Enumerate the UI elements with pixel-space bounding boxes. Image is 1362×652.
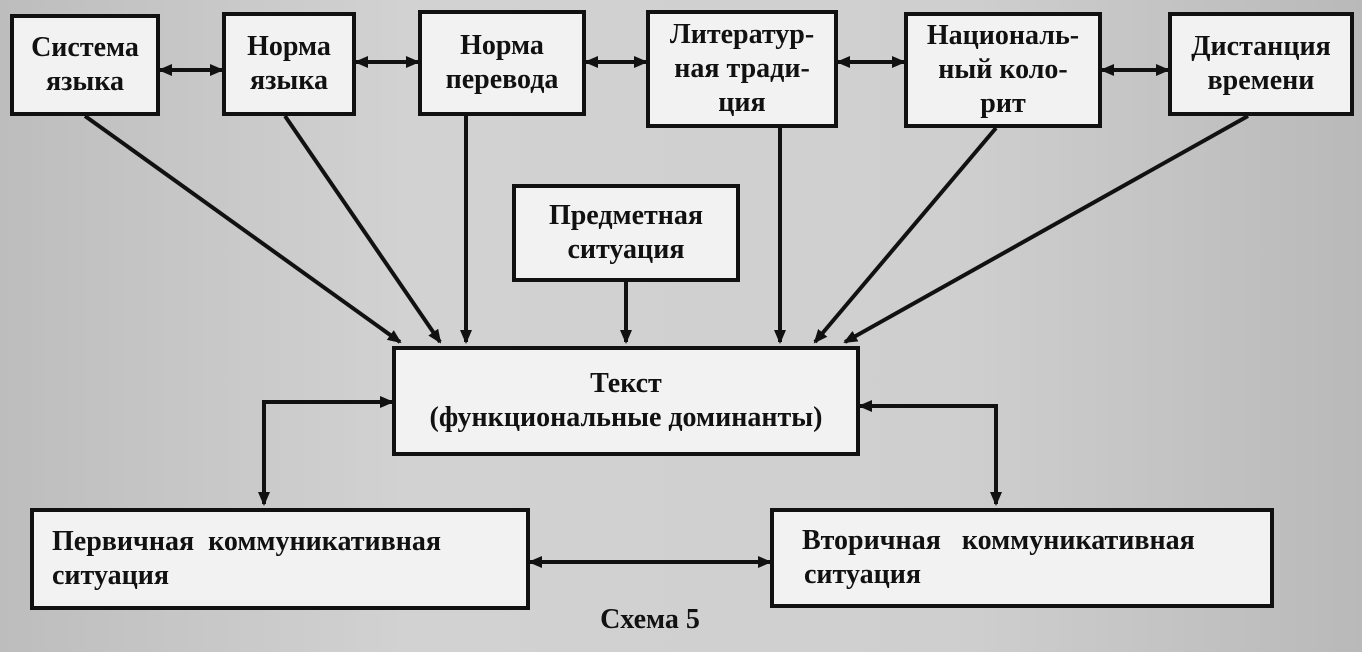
arrow-national-text [813, 126, 998, 344]
node-national-colour-line2: ный коло- [938, 54, 1068, 85]
node-language-norm-line1: Норма [247, 31, 331, 62]
node-translation-norm-line1: Норма [460, 30, 544, 61]
arrow-distance-text [843, 114, 1249, 344]
node-literary-tradition: Литератур-ная тради-ция [646, 10, 838, 128]
node-literary-tradition-line3: ция [718, 87, 766, 118]
node-national-colour-line1: Националь- [926, 20, 1080, 51]
node-text-line1: Текст [590, 368, 662, 399]
node-secondary-situation-line2: ситуация [804, 559, 921, 590]
node-language-norm-line2: языка [250, 65, 328, 96]
node-literary-tradition-line1: Литератур- [669, 19, 815, 50]
node-literary-tradition-line2: ная тради- [674, 53, 810, 84]
node-national-colour: Националь-ный коло-рит [904, 12, 1102, 128]
node-primary-situation-line2: ситуация [52, 560, 169, 591]
node-translation-norm-line2: перевода [445, 64, 559, 95]
node-national-colour-line3: рит [980, 88, 1026, 119]
arrow-text-primary [258, 396, 394, 506]
node-time-distance-line2: времени [1207, 65, 1315, 96]
node-language-system-line1: Система [31, 32, 139, 63]
node-text: Текст(функциональные доминанты) [392, 346, 860, 456]
node-subject-situation-line1: Предметная [548, 200, 704, 231]
arrow-text-secondary [858, 400, 1002, 506]
node-text-line2: (функциональные доминанты) [429, 402, 823, 433]
diagram-caption: Схема 5 [600, 604, 700, 635]
node-secondary-situation-line1: Вторичная коммуникативная [802, 525, 1195, 556]
node-subject-situation-line2: ситуация [567, 234, 685, 265]
node-time-distance-line1: Дистанция [1191, 31, 1331, 62]
node-language-system-line2: языка [46, 66, 124, 97]
node-primary-situation-line1: Первичная коммуникативная [52, 526, 442, 557]
arrow-system-text [83, 114, 402, 344]
arrow-norm-lang-text [283, 114, 442, 344]
